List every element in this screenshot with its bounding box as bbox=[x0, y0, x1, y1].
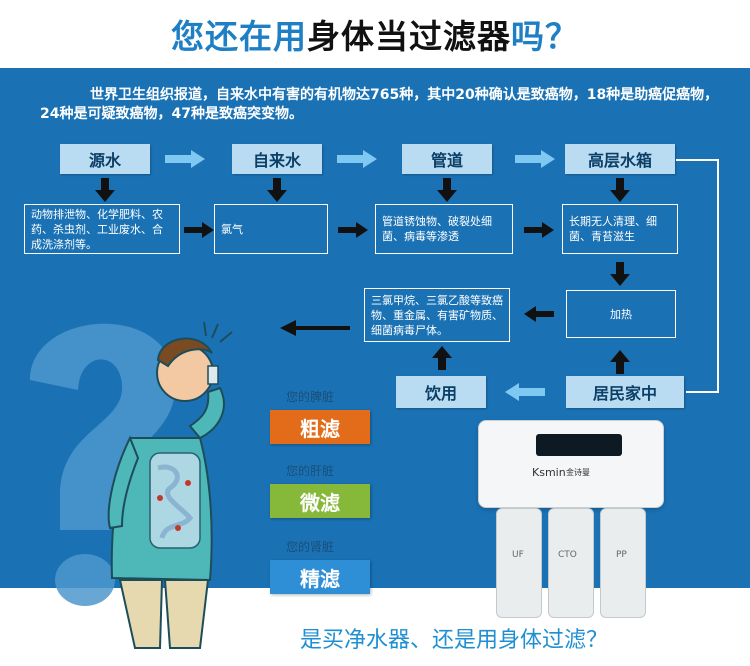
tank-issue-box: 长期无人清理、细菌、青苔滋生 bbox=[562, 204, 678, 254]
filter-cartridge bbox=[548, 508, 594, 618]
headline-part-b: 身体当过滤器 bbox=[307, 17, 511, 56]
heating-box: 加热 bbox=[566, 290, 676, 338]
source-pollution-box: 动物排泄物、化学肥料、农药、杀虫剂、工业废水、合成洗涤剂等。 bbox=[24, 204, 180, 254]
down-arrow-icon bbox=[610, 178, 630, 202]
filter-label-uf: UF bbox=[512, 550, 524, 560]
person-drinking-illustration bbox=[107, 321, 233, 649]
chlorine-text: 氯气 bbox=[221, 222, 243, 236]
stage-drink: 饮用 bbox=[396, 376, 486, 408]
source-pollution-text: 动物排泄物、化学肥料、农药、杀虫剂、工业废水、合成洗涤剂等。 bbox=[31, 207, 163, 251]
down-arrow-icon bbox=[95, 178, 115, 202]
tag-micro-filter: 微滤 bbox=[270, 484, 370, 518]
water-purifier-image: Ksmin 金诗曼 UF CTO PP bbox=[478, 420, 664, 620]
byproducts-box: 三氯甲烷、三氯乙酸等致癌物、重金属、有害矿物质、细菌病毒尸体。 bbox=[364, 288, 510, 342]
headline-part-c: 吗？ bbox=[511, 17, 579, 56]
down-arrow-icon bbox=[267, 178, 287, 202]
flow-arrow-icon bbox=[165, 150, 205, 168]
left-arrow-icon bbox=[524, 306, 554, 322]
question-mark-graphic bbox=[30, 323, 176, 606]
filter-cartridge bbox=[496, 508, 542, 618]
tank-issue-text: 长期无人清理、细菌、青苔滋生 bbox=[569, 215, 657, 243]
footer-question: 是买净水器、还是用身体过滤？ bbox=[300, 628, 609, 653]
tag-fine-filter: 精滤 bbox=[270, 560, 370, 594]
down-arrow-icon bbox=[437, 178, 457, 202]
tag-coarse-filter: 粗滤 bbox=[270, 410, 370, 444]
intro-text: 世界卫生组织报道，自来水中有害的有机物达765种，其中20种确认是致癌物，18种… bbox=[40, 87, 719, 122]
pipe-issue-text: 管道锈蚀物、破裂处细菌、病毒等渗透 bbox=[382, 215, 492, 243]
down-arrow-icon bbox=[610, 262, 630, 286]
purifier-brand-cn: 金诗曼 bbox=[566, 468, 590, 477]
flow-arrow-icon bbox=[337, 150, 377, 168]
headline: 您还在用身体当过滤器吗？ bbox=[0, 10, 750, 58]
right-arrow-icon bbox=[338, 222, 368, 238]
organ-label-liver: 您的肝脏 bbox=[286, 464, 335, 478]
right-arrow-icon bbox=[184, 222, 214, 238]
purifier-display bbox=[536, 434, 622, 456]
heating-text: 加热 bbox=[610, 307, 632, 321]
filter-label-pp: PP bbox=[616, 550, 627, 560]
organ-label-kidney: 您的肾脏 bbox=[286, 540, 335, 554]
chlorine-box: 氯气 bbox=[214, 204, 328, 254]
purifier-brand: Ksmin bbox=[532, 466, 566, 479]
byproducts-text: 三氯甲烷、三氯乙酸等致癌物、重金属、有害矿物质、细菌病毒尸体。 bbox=[371, 293, 503, 337]
stage-source-water: 源水 bbox=[60, 144, 150, 174]
filter-cartridge bbox=[600, 508, 646, 618]
flow-arrow-icon bbox=[515, 150, 555, 168]
up-arrow-icon bbox=[432, 346, 452, 370]
pipe-issue-box: 管道锈蚀物、破裂处细菌、病毒等渗透 bbox=[375, 204, 513, 254]
stage-tap-water: 自来水 bbox=[232, 144, 322, 174]
flow-arrow-icon bbox=[505, 383, 545, 401]
stage-home: 居民家中 bbox=[566, 376, 684, 408]
stage-tank: 高层水箱 bbox=[565, 144, 675, 174]
stage-pipe: 管道 bbox=[402, 144, 492, 174]
up-arrow-icon bbox=[610, 350, 630, 374]
to-body-arrow-icon bbox=[280, 320, 350, 336]
organ-label-spleen: 您的脾脏 bbox=[286, 390, 335, 404]
right-arrow-icon bbox=[524, 222, 554, 238]
filter-label-cto: CTO bbox=[558, 550, 577, 560]
headline-part-a: 您还在用 bbox=[171, 17, 307, 56]
